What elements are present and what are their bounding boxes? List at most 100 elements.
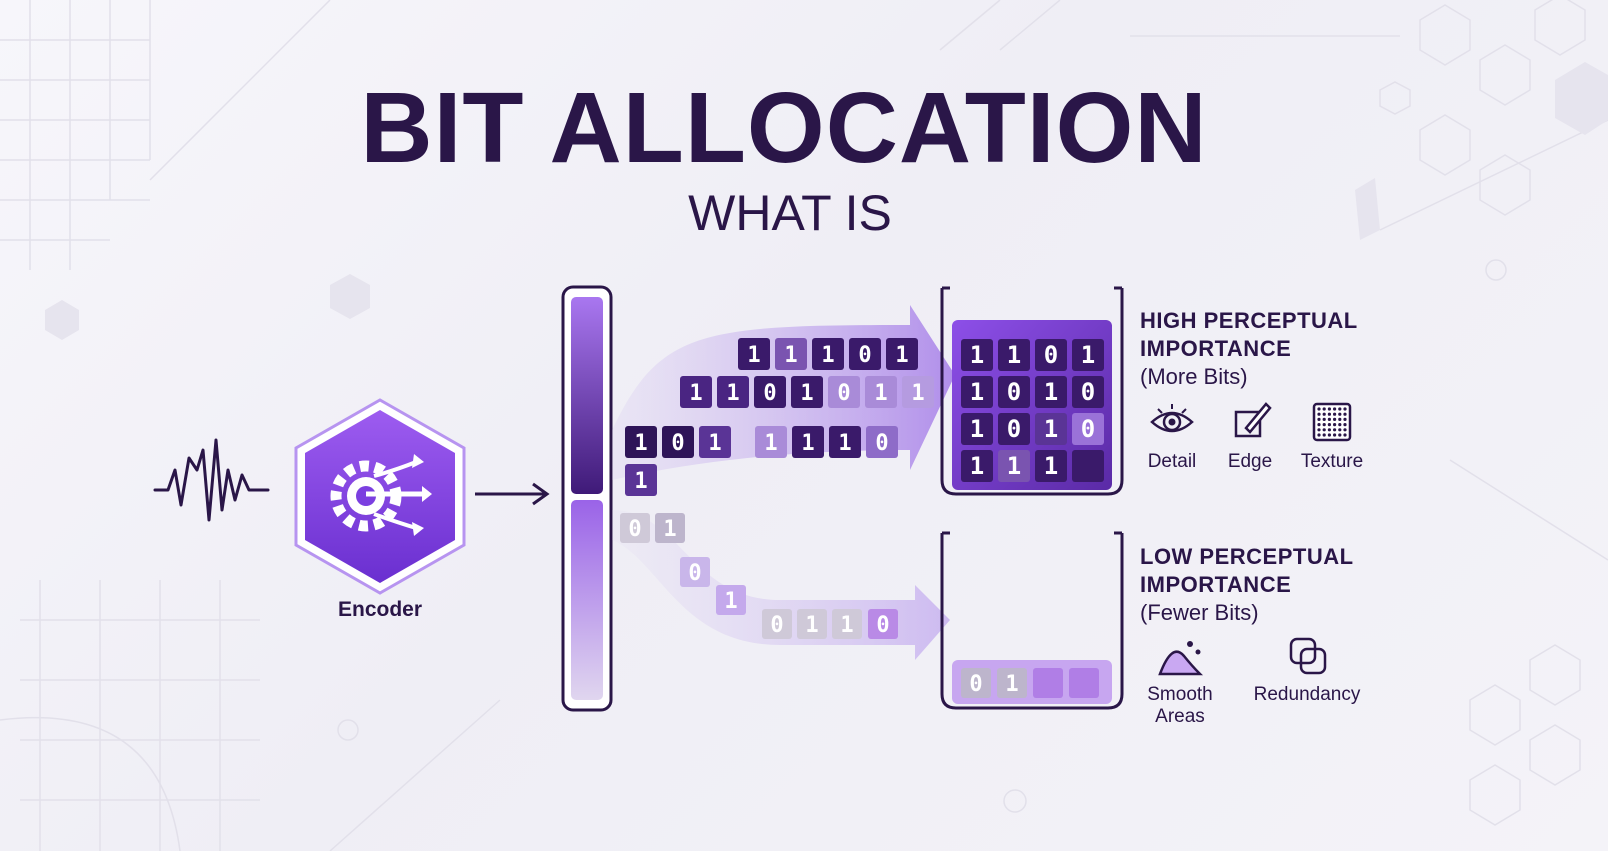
- high-stream-bit-tile: [902, 376, 934, 408]
- gear-arrows-icon: [330, 454, 432, 536]
- high-stream-bit-tile: [829, 426, 861, 458]
- low-stream-bit-value: 1: [724, 589, 737, 614]
- low-bucket-bit-tile: [1033, 668, 1063, 698]
- high-grid-bit-tile: [961, 376, 993, 408]
- high-stream-bit-value: 1: [801, 431, 814, 456]
- high-stream-bit-value: 1: [634, 431, 647, 456]
- high-stream-bit-value: 1: [911, 381, 924, 406]
- high-stream-bit-tile: [754, 376, 786, 408]
- low-stream-bit-value: 0: [876, 613, 889, 638]
- high-grid-bit-tile: [998, 339, 1030, 371]
- high-grid-bit-value: 1: [970, 341, 984, 369]
- high-heading-line2: IMPORTANCE: [1140, 336, 1291, 361]
- low-note: (Fewer Bits): [1140, 600, 1259, 625]
- high-grid-bit-tile: [1072, 339, 1104, 371]
- high-stream-bit-value: 1: [726, 381, 739, 406]
- low-heading-line1: LOW PERCEPTUAL: [1140, 544, 1354, 569]
- high-stream-bit-tile: [886, 338, 918, 370]
- high-stream-bit-tile: [680, 376, 712, 408]
- high-stream-bit-value: 0: [671, 431, 684, 456]
- high-grid-bit-tile: [998, 413, 1030, 445]
- high-stream-bit-tile: [792, 426, 824, 458]
- high-stream-bit-tile: [738, 338, 770, 370]
- low-stream-bit-value: 0: [628, 517, 641, 542]
- high-stream-bit-value: 1: [838, 431, 851, 456]
- high-grid-bit-tile: [998, 376, 1030, 408]
- high-grid-bit-tile: [961, 413, 993, 445]
- low-stream-bit-tile: [797, 609, 827, 639]
- high-stream-bit-value: 1: [689, 381, 702, 406]
- encoder-output-arrow: [475, 482, 550, 506]
- high-stream-bit-value: 1: [747, 343, 760, 368]
- high-grid-bit-value: 1: [970, 452, 984, 480]
- high-grid-bit-value: 1: [1044, 378, 1058, 406]
- high-stream-bit-value: 0: [858, 343, 871, 368]
- smooth-label-line2: Areas: [1155, 706, 1205, 727]
- high-stream-bit-value: 1: [784, 343, 797, 368]
- high-grid-bit-tile: [1072, 450, 1104, 482]
- high-stream-bit-tile: [625, 464, 657, 496]
- high-note: (More Bits): [1140, 364, 1248, 389]
- high-stream-bit-tile: [662, 426, 694, 458]
- high-stream-bit-tile: [755, 426, 787, 458]
- redundancy-label: Redundancy: [1254, 684, 1361, 705]
- high-stream-bit-tile: [699, 426, 731, 458]
- high-stream-bit-tile: [791, 376, 823, 408]
- high-grid-bit-tile: [1072, 376, 1104, 408]
- high-stream-bit-value: 0: [837, 381, 850, 406]
- low-stream-bit-tile: [620, 513, 650, 543]
- high-grid-bit-value: 0: [1081, 415, 1095, 443]
- high-stream-bit-tile: [625, 426, 657, 458]
- encoder-label: Encoder: [338, 598, 422, 621]
- high-stream-bit-tile: [812, 338, 844, 370]
- high-grid-bit-tile: [961, 339, 993, 371]
- high-grid-bit-value: 0: [1081, 378, 1095, 406]
- low-bucket-bit-tile: [997, 668, 1027, 698]
- high-grid-bit-tile: [998, 450, 1030, 482]
- low-stream-bit-value: 1: [663, 517, 676, 542]
- low-bucket-bit-value: 0: [969, 672, 982, 697]
- texture-label: Texture: [1301, 451, 1363, 472]
- low-stream-bit-tile: [868, 609, 898, 639]
- low-bucket-bit-value: 1: [1005, 672, 1018, 697]
- high-grid-bit-tile: [961, 450, 993, 482]
- high-stream-bit-value: 1: [708, 431, 721, 456]
- high-stream-bit-value: 0: [763, 381, 776, 406]
- low-stream-bit-value: 0: [688, 561, 701, 586]
- page-subtitle: WHAT IS: [688, 185, 892, 241]
- high-heading-line1: HIGH PERCEPTUAL: [1140, 308, 1358, 333]
- low-stream-bit-tile: [680, 557, 710, 587]
- low-stream-bit-tile: [762, 609, 792, 639]
- high-grid-bit-tile: [1035, 450, 1067, 482]
- high-grid-bit-value: 1: [1081, 341, 1095, 369]
- high-stream-bit-value: 1: [634, 469, 647, 494]
- low-stream-bit-tile: [655, 513, 685, 543]
- low-stream-bit-value: 1: [840, 613, 853, 638]
- high-grid-bit-value: 1: [1007, 341, 1021, 369]
- bit-buffer: [561, 285, 613, 712]
- encoder-block: [294, 398, 466, 595]
- page-title: BIT ALLOCATION: [360, 72, 1208, 184]
- high-grid-bit-value: 0: [1007, 415, 1021, 443]
- overlap-squares-icon: [1289, 637, 1327, 675]
- eye-icon: [1150, 404, 1194, 433]
- high-grid-bit-value: 0: [1044, 341, 1058, 369]
- low-stream-bit-tile: [832, 609, 862, 639]
- high-stream-bit-tile: [849, 338, 881, 370]
- high-grid-bit-value: 1: [970, 378, 984, 406]
- high-grid-bit-value: 1: [1007, 452, 1021, 480]
- high-grid-bit-value: 1: [1044, 415, 1058, 443]
- high-stream-bit-value: 1: [874, 381, 887, 406]
- low-stream-bit-value: 1: [805, 613, 818, 638]
- high-grid-bit-tile: [1072, 413, 1104, 445]
- waveform-icon: [153, 438, 270, 522]
- high-stream-bit-tile: [866, 426, 898, 458]
- high-stream-bit-tile: [775, 338, 807, 370]
- texture-grid-icon: [1312, 402, 1352, 442]
